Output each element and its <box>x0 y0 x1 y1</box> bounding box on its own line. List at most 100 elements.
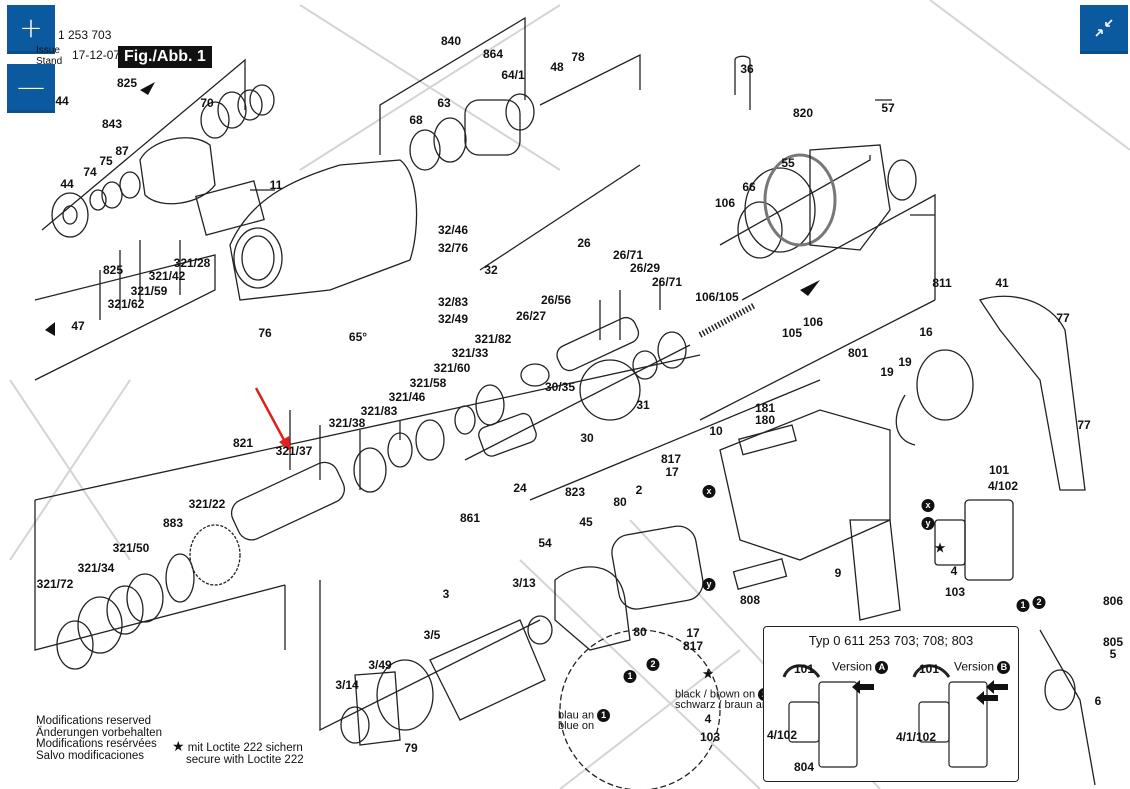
part-label: 9 <box>834 566 842 580</box>
part-label: 68 <box>409 113 423 127</box>
part-label: 3/14 <box>335 678 359 692</box>
part-label: 2 <box>635 483 643 497</box>
part-label: 101 <box>988 463 1010 477</box>
issue-date: 17-12-07 <box>72 48 121 62</box>
part-label: 64/1 <box>501 68 525 82</box>
part-label: 32/49 <box>437 312 469 326</box>
issue-label: Issue <box>36 45 60 56</box>
part-label: 77 <box>1056 311 1070 325</box>
part-label: 861 <box>459 511 481 525</box>
part-label: 321/28 <box>173 256 211 270</box>
part-label: 801 <box>847 346 869 360</box>
part-label: 87 <box>115 144 129 158</box>
loctite-star-icon: ★ <box>933 539 947 556</box>
detail-black-de: schwarz / braun an <box>675 699 768 711</box>
part-label: 44 <box>55 94 69 108</box>
part-label: 321/38 <box>328 416 366 430</box>
part-label: 74 <box>83 165 97 179</box>
part-label: 103 <box>944 585 966 599</box>
part-label: 17 <box>665 465 679 479</box>
part-label: 10 <box>709 424 723 438</box>
exit-fullscreen-button[interactable] <box>1080 5 1128 54</box>
inset-a-804: 804 <box>793 760 815 774</box>
plus-icon: + <box>19 11 43 44</box>
zoom-out-button[interactable]: — <box>7 64 55 113</box>
part-label: 26/29 <box>629 261 661 275</box>
part-label: 32/83 <box>437 295 469 309</box>
modifications-notice: Modifications reserved Änderungen vorbeh… <box>36 715 162 762</box>
stand-label: Stand <box>36 56 63 67</box>
part-label: 817 <box>660 452 682 466</box>
part-label: 30 <box>580 431 594 445</box>
inset-linework <box>782 664 1008 768</box>
part-label: 321/62 <box>107 297 145 311</box>
collapse-arrows-icon <box>1095 19 1113 37</box>
inset-b-4-1-102: 4/1/102 <box>895 730 937 744</box>
detail-blue-de: blau an 1 <box>558 709 611 722</box>
part-label: 79 <box>404 741 418 755</box>
part-label: 57 <box>881 101 895 115</box>
version-a-label: Version A <box>832 661 889 674</box>
part-label: 76 <box>258 326 272 340</box>
part-label: 321/83 <box>360 404 398 418</box>
part-label: 321/33 <box>451 346 489 360</box>
part-label: 26/71 <box>612 248 644 262</box>
highlight-arrow <box>254 387 291 452</box>
part-label: 55 <box>781 156 795 170</box>
part-label: 80 <box>613 495 627 509</box>
detail-label-4: 4 <box>704 712 712 726</box>
part-label: 805 <box>1102 635 1124 649</box>
part-label: 106 <box>714 196 736 210</box>
part-label: 32/76 <box>437 241 469 255</box>
part-label: 321/46 <box>388 390 426 404</box>
part-label: 77 <box>1077 418 1091 432</box>
part-label: 41 <box>995 276 1009 290</box>
badge-y-switch: y <box>921 515 935 533</box>
part-label: 54 <box>538 536 552 550</box>
inset-a-101: 101 <box>793 662 815 676</box>
part-label: 3/13 <box>512 576 536 590</box>
part-label: 843 <box>101 117 123 131</box>
part-label: 820 <box>792 106 814 120</box>
part-label: 321/60 <box>433 361 471 375</box>
part-label: 806 <box>1102 594 1124 608</box>
part-label: 105 <box>781 326 803 340</box>
detail-blue-en: blue on <box>558 720 595 732</box>
detail-badge-1: 1 <box>623 668 637 686</box>
part-label: 26/56 <box>540 293 572 307</box>
switch-versions-inset: Typ 0 611 253 703; 708; 803 101 Version … <box>763 626 1019 782</box>
part-label: 44 <box>60 177 74 191</box>
part-label: 883 <box>162 516 184 530</box>
figure-title: Fig./Abb. 1 <box>118 46 212 68</box>
part-label: 48 <box>550 60 564 74</box>
badge-y: y <box>702 576 716 594</box>
part-label: 66 <box>742 180 756 194</box>
part-label: 106/105 <box>695 290 739 304</box>
part-label: 3 <box>442 587 450 601</box>
part-label: 63 <box>437 96 451 110</box>
part-label: 26/71 <box>651 275 683 289</box>
part-label: 321/42 <box>148 269 186 283</box>
part-label: 26/27 <box>515 309 547 323</box>
part-label: 808 <box>739 593 761 607</box>
part-label: 321/72 <box>36 577 74 591</box>
version-b-label: Version B <box>954 661 1011 674</box>
part-label: 31 <box>636 398 650 412</box>
part-label: 180 <box>754 413 776 427</box>
part-label: 321/59 <box>130 284 168 298</box>
detail-star-icon: ★ <box>701 665 715 682</box>
detail-label-103: 103 <box>699 730 721 744</box>
zoom-in-button[interactable]: + <box>7 5 55 54</box>
detail-badge-2: 2 <box>646 656 660 674</box>
part-label: 321/37 <box>275 444 313 458</box>
part-label: 19 <box>898 355 912 369</box>
part-label: 4 <box>950 564 958 578</box>
part-label: 75 <box>99 154 113 168</box>
part-label: 817 <box>682 639 704 653</box>
part-label: 80 <box>633 625 647 639</box>
inset-a-4-102: 4/102 <box>766 728 798 742</box>
part-label: 65° <box>348 330 368 344</box>
part-label: 32/46 <box>437 223 469 237</box>
